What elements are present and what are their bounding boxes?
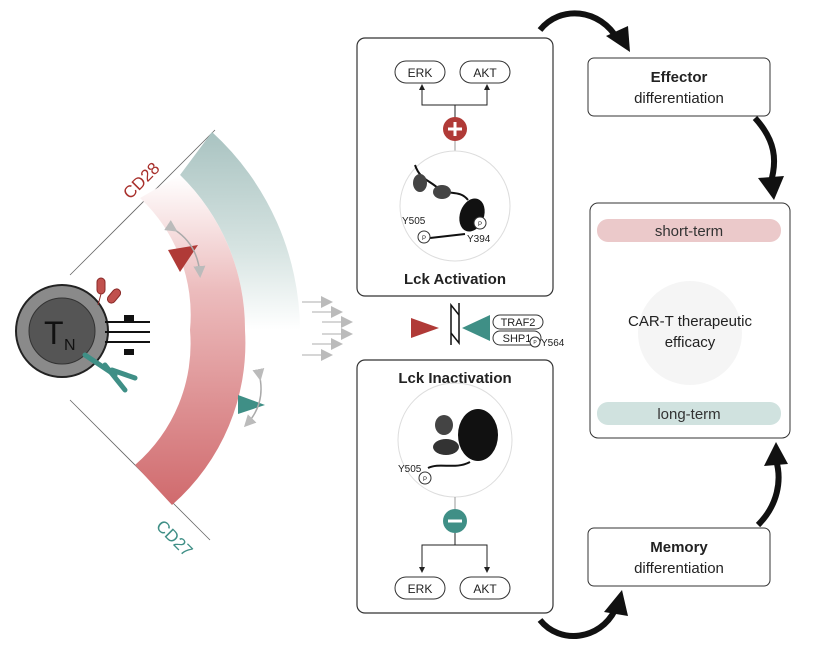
cd27-receptor-icon <box>82 352 138 393</box>
akt-node <box>459 576 511 600</box>
effector-title: Effector <box>651 69 708 86</box>
cell-label: T <box>44 315 64 351</box>
y564-label: Y564 <box>541 338 565 349</box>
erk-node <box>394 576 446 600</box>
red-activator-triangle <box>411 318 439 338</box>
curved-arrows <box>537 10 788 639</box>
long-term-label: long-term <box>657 406 720 423</box>
memory-to-efficacy-arrow-icon <box>755 459 782 528</box>
memory-differentiation-box <box>587 527 771 587</box>
adjust-arrow-icon <box>164 220 206 278</box>
phospho-label: P <box>478 222 482 228</box>
efficacy-title-line2: efficacy <box>665 334 716 351</box>
y505-label: Y505 <box>402 216 426 227</box>
phospho-label: P <box>533 340 537 346</box>
to-memory-arrow-icon <box>537 608 618 639</box>
y505-label: Y505 <box>398 464 422 475</box>
long-term-pill <box>597 402 781 425</box>
inactivation-title: Lck Inactivation <box>398 370 511 387</box>
phospho-label: P <box>422 236 426 242</box>
effector-to-efficacy-arrow-icon <box>752 115 778 186</box>
erk-label: ERK <box>408 582 433 596</box>
activation-title: Lck Activation <box>404 271 506 288</box>
cell-label-subscript: N <box>64 337 76 354</box>
short-term-label: short-term <box>655 223 723 240</box>
naive-t-cell: T N <box>15 277 150 393</box>
lck-activation-panel: ERK AKT P P Y505 Y394 Lck Activation <box>356 37 554 297</box>
erk-node <box>394 60 446 84</box>
short-term-pill <box>597 219 781 242</box>
memory-title: Memory <box>650 539 708 556</box>
akt-label: AKT <box>473 582 497 596</box>
teal-inhibitor-triangle <box>462 315 490 341</box>
effector-subtitle: differentiation <box>634 90 724 107</box>
grey-band <box>180 132 300 330</box>
to-effector-arrow-icon <box>537 10 621 42</box>
cd28-boundary-line <box>69 129 216 276</box>
tcr-receptor-icon <box>105 315 150 355</box>
traf2-label: TRAF2 <box>501 317 536 329</box>
lck-inactivation-panel: Lck Inactivation P Y505 ERK AKT <box>356 359 554 614</box>
signal-strength-fan: CD28 CD27 <box>69 129 353 561</box>
car-t-cell-watermark-icon <box>638 281 742 385</box>
shp1-label: SHP1 <box>503 333 532 345</box>
flow-arrows-icon <box>302 296 353 361</box>
car-t-efficacy-panel: short-term CAR-T therapeutic efficacy lo… <box>589 202 791 439</box>
akt-label: AKT <box>473 66 497 80</box>
y394-label: Y394 <box>467 234 491 245</box>
erk-label: ERK <box>408 66 433 80</box>
memory-subtitle: differentiation <box>634 560 724 577</box>
cd27-label: CD27 <box>152 516 196 560</box>
pink-band <box>135 175 246 505</box>
efficacy-title-line1: CAR-T therapeutic <box>628 313 752 330</box>
akt-node <box>459 60 511 84</box>
adjust-arrow-icon <box>243 368 265 428</box>
effector-differentiation-box <box>587 57 771 117</box>
equilibrium-arrows-icon <box>450 302 460 346</box>
phospho-label: P <box>423 477 427 483</box>
cd28-receptor-icon <box>96 277 122 306</box>
